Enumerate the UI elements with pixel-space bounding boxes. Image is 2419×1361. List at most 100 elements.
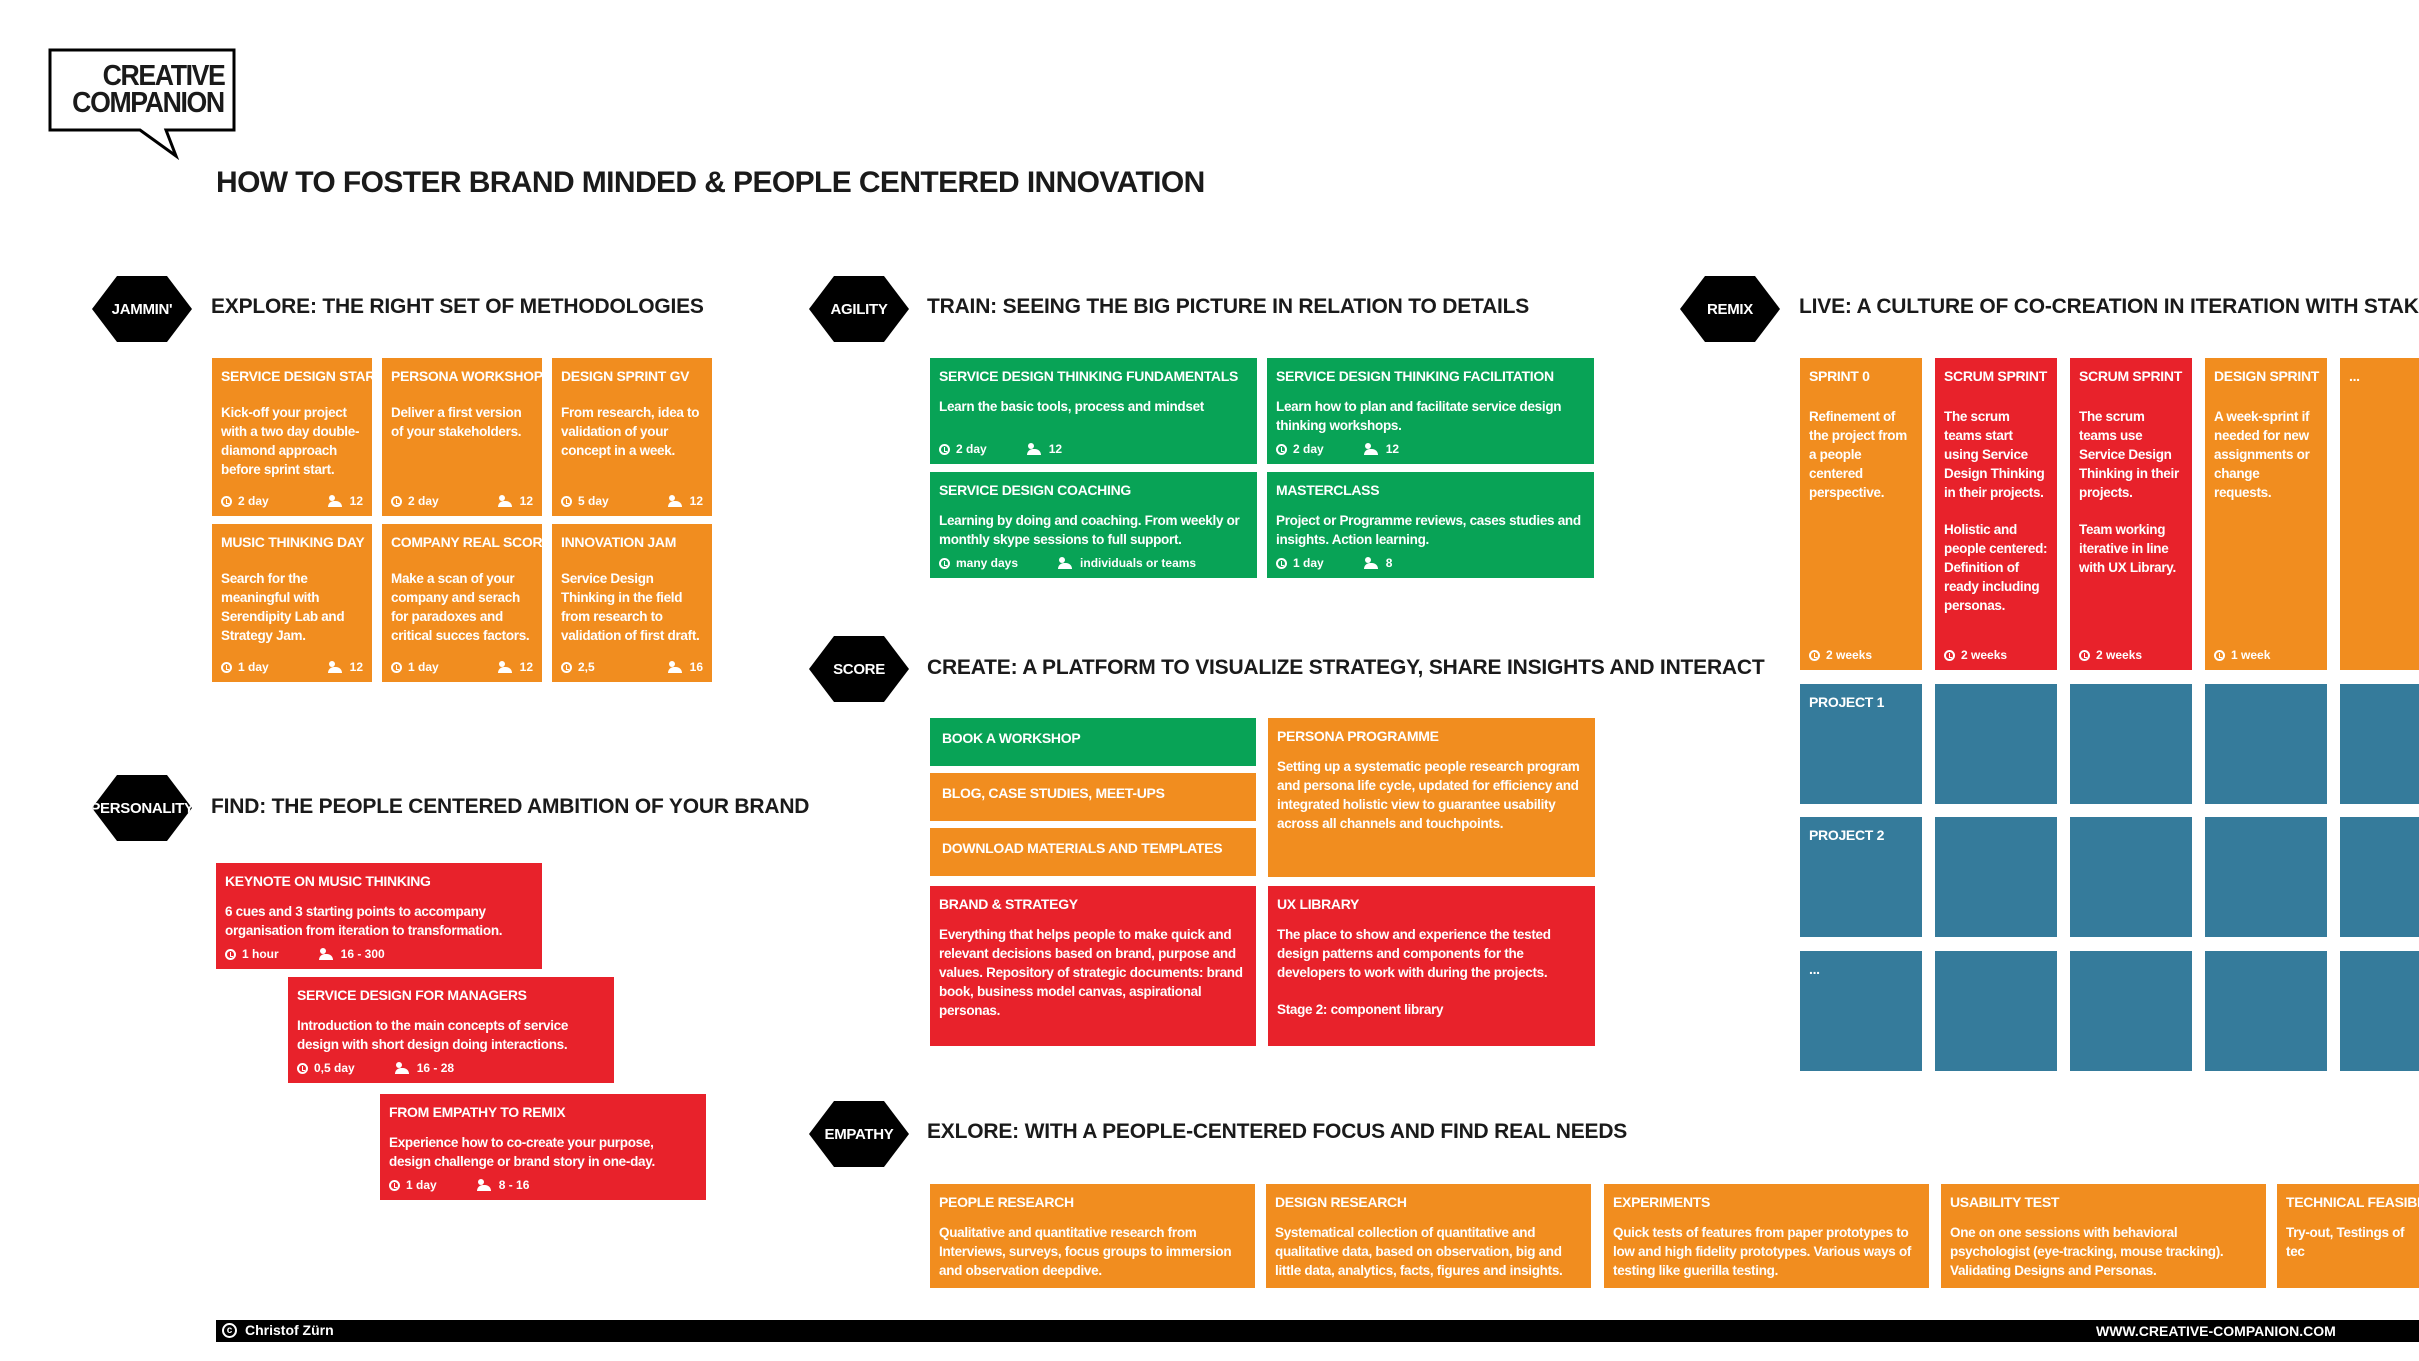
duration-text: many days <box>956 556 1019 570</box>
card-description: Learn how to plan and facilitate service… <box>1276 399 1562 433</box>
participants: 16 - 300 <box>318 947 385 961</box>
personality-card[interactable]: FROM EMPATHY TO REMIX Experience how to c… <box>380 1094 706 1200</box>
duration: 1 day <box>1276 556 1324 570</box>
logo-line1: CREATIVE <box>102 60 225 92</box>
people-icon <box>1058 557 1074 569</box>
participants: 12 <box>1026 442 1062 456</box>
project-cell[interactable] <box>2340 817 2419 937</box>
card-title: DESIGN SPRINT GV <box>561 368 690 384</box>
people-icon <box>394 1062 411 1074</box>
project-cell[interactable] <box>2070 817 2192 937</box>
participants-text: 8 <box>1385 556 1393 570</box>
project-cell[interactable] <box>2070 951 2192 1071</box>
clock-icon <box>221 495 232 507</box>
jammin-card[interactable]: PERSONA WORKSHOP Deliver a first version … <box>382 358 542 516</box>
section-heading-empathy: EXLORE: WITH A PEOPLE-CENTERED FOCUS AND… <box>927 1120 1628 1143</box>
persona-programme-card[interactable]: PERSONA PROGRAMME Setting up a systemati… <box>1268 718 1595 877</box>
participants: 16 - 28 <box>394 1061 455 1075</box>
duration-text: 1 day <box>406 1178 437 1192</box>
people-icon <box>327 495 344 507</box>
blog-case-studies-link[interactable]: BLOG, CASE STUDIES, MEET-UPS <box>930 773 1256 821</box>
clock-icon <box>391 495 402 507</box>
project-row-label[interactable]: ... <box>1800 951 1922 1071</box>
duration: 1 hour <box>225 947 279 961</box>
participants-text: 12 <box>519 494 533 508</box>
project-cell[interactable] <box>2205 817 2327 937</box>
project-cell[interactable] <box>1935 817 2057 937</box>
duration: 2 weeks <box>2079 648 2142 662</box>
duration: 0,5 day <box>297 1061 355 1075</box>
duration-text: 2 day <box>1293 442 1324 456</box>
page-title: HOW TO FOSTER BRAND MINDED & PEOPLE CENT… <box>216 166 1205 199</box>
card-title: PERSONA WORKSHOP <box>391 368 542 384</box>
project-cell[interactable] <box>2205 684 2327 804</box>
duration: 5 day <box>561 494 609 508</box>
logo-line2: COMPANION <box>72 87 225 119</box>
participants-text: 16 - 28 <box>416 1061 455 1075</box>
card-description: Deliver a first version of your stakehol… <box>391 405 522 439</box>
participants: 12 <box>1363 442 1399 456</box>
project-row-label[interactable]: PROJECT 2 <box>1800 817 1922 937</box>
duration: 2 day <box>1276 442 1324 456</box>
sprint-column[interactable]: ... <box>2340 358 2419 670</box>
participants: 12 <box>497 494 533 508</box>
card-title: FROM EMPATHY TO REMIX <box>389 1104 566 1120</box>
card-meta: 2 weeks <box>1944 648 2048 662</box>
participants: individuals or teams <box>1058 556 1196 570</box>
footer-url-link[interactable]: WWW.CREATIVE-COMPANION.COM <box>2096 1323 2336 1339</box>
project-row-label[interactable]: PROJECT 1 <box>1800 684 1922 804</box>
project-cell[interactable] <box>2340 951 2419 1071</box>
section-heading-jammin: EXPLORE: THE RIGHT SET OF METHODOLOGIES <box>211 295 704 318</box>
clock-icon <box>1276 557 1287 569</box>
project-cell[interactable] <box>2205 951 2327 1071</box>
card-description-extra: Holistic and people centered: Definition… <box>1944 522 2048 613</box>
copyright-icon: c <box>222 1322 237 1338</box>
card-description: Experience how to co-create your purpose… <box>389 1135 655 1169</box>
empathy-card[interactable]: TECHNICAL FEASIBILITYTry-out, Testings o… <box>2277 1184 2419 1288</box>
clock-icon <box>939 557 950 569</box>
logo: CREATIVE COMPANION <box>48 48 236 160</box>
ux-library-card[interactable]: UX LIBRARY The place to show and experie… <box>1268 886 1595 1046</box>
brand-strategy-card[interactable]: BRAND & STRATEGY Everything that helps p… <box>930 886 1256 1046</box>
section-heading-remix: LIVE: A CULTURE OF CO-CREATION IN ITERAT… <box>1799 295 2419 318</box>
people-icon <box>318 948 335 960</box>
card-title: PEOPLE RESEARCH <box>939 1194 1074 1210</box>
project-cell[interactable] <box>2340 684 2419 804</box>
duration-text: 2 day <box>956 442 987 456</box>
project-cell[interactable] <box>1935 684 2057 804</box>
badge-agility: AGILITY <box>809 276 909 342</box>
card-title: INNOVATION JAM <box>561 534 677 550</box>
badge-score: SCORE <box>809 636 909 702</box>
project-cell[interactable] <box>2070 684 2192 804</box>
download-materials-link[interactable]: DOWNLOAD MATERIALS AND TEMPLATES <box>930 828 1256 876</box>
people-icon <box>476 1179 493 1191</box>
book-workshop-button[interactable]: BOOK A WORKSHOP <box>930 718 1256 766</box>
duration: 2 weeks <box>1809 648 1872 662</box>
card-description: Learn the basic tools, process and minds… <box>939 399 1204 414</box>
participants-text: 16 - 300 <box>340 947 385 961</box>
card-title: DESIGN SPRINT <box>2214 368 2320 384</box>
project-cell[interactable] <box>1935 951 2057 1071</box>
participants-text: 12 <box>689 494 703 508</box>
